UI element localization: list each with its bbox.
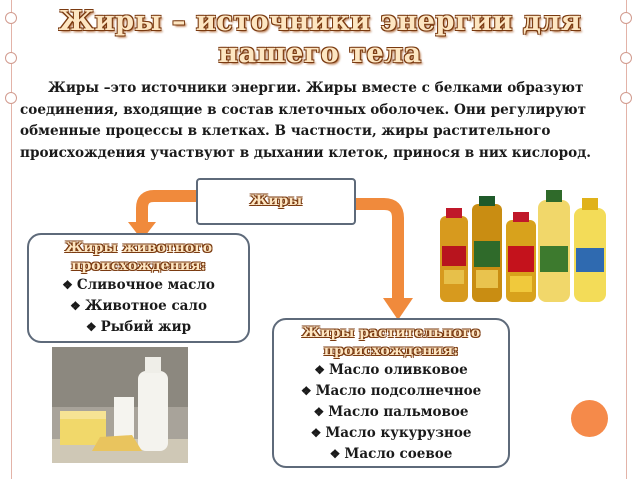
oil-bottles-image <box>432 186 612 310</box>
oil-bottle-icon <box>472 196 502 302</box>
oil-bottle-icon <box>574 198 606 302</box>
list-item: ❖Масло оливковое <box>314 362 468 378</box>
binder-ring-icon <box>620 52 632 64</box>
list-item: ❖Рыбий жир <box>85 319 192 335</box>
slide-title-line1: Жиры – источники энергии для <box>58 6 582 37</box>
animal-fats-heading-line1: Жиры животного <box>64 240 213 256</box>
binder-ring-icon <box>5 12 17 24</box>
bullet-icon: ❖ <box>314 363 325 377</box>
slide-border-left <box>11 0 12 479</box>
list-item: ❖Масло подсолнечное <box>300 383 482 399</box>
bullet-icon: ❖ <box>300 384 312 398</box>
oil-bottle-icon <box>538 190 570 302</box>
root-fats-box: Жиры <box>196 178 356 225</box>
slide-title-line2: нашего тела <box>218 38 422 69</box>
bullet-icon: ❖ <box>62 278 73 292</box>
list-item: ❖Сливочное масло <box>62 277 215 293</box>
left-arrow-icon <box>128 190 196 240</box>
bullet-icon: ❖ <box>310 426 322 440</box>
root-fats-label: Жиры <box>249 193 303 209</box>
plant-fats-box: Жиры растительного происхождения: ❖Масло… <box>272 318 510 468</box>
slide-title: Жиры – источники энергии для нашего тела <box>40 6 600 70</box>
intro-paragraph: Жиры –это источники энергии. Жиры вместе… <box>20 80 591 161</box>
bullet-icon: ❖ <box>313 405 325 419</box>
accent-circle <box>571 400 608 437</box>
binder-ring-icon <box>5 92 17 104</box>
list-item: ❖Масло соевое <box>329 446 453 462</box>
list-item: ❖Масло кукурузное <box>310 425 472 441</box>
oil-bottle-icon <box>440 208 468 302</box>
animal-fats-heading-line2: происхождения: <box>71 258 206 274</box>
plant-fats-heading-line2: происхождения: <box>323 343 459 359</box>
list-item: ❖Животное сало <box>70 298 207 314</box>
binder-ring-icon <box>5 52 17 64</box>
bullet-icon: ❖ <box>329 447 341 461</box>
slide-border-right <box>626 0 627 479</box>
right-arrow-icon <box>352 198 413 320</box>
dairy-butter-image <box>52 347 188 463</box>
oil-bottle-icon <box>506 212 536 302</box>
bullet-icon: ❖ <box>70 299 81 313</box>
milk-bottle-icon <box>138 357 168 451</box>
binder-ring-icon <box>620 92 632 104</box>
cheese-icon <box>92 435 142 451</box>
binder-ring-icon <box>620 12 632 24</box>
plant-fats-heading-line1: Жиры растительного <box>301 325 481 341</box>
list-item: ❖Масло пальмовое <box>313 404 469 420</box>
bullet-icon: ❖ <box>85 320 97 334</box>
animal-fats-box: Жиры животного происхождения: ❖Сливочное… <box>27 233 250 343</box>
